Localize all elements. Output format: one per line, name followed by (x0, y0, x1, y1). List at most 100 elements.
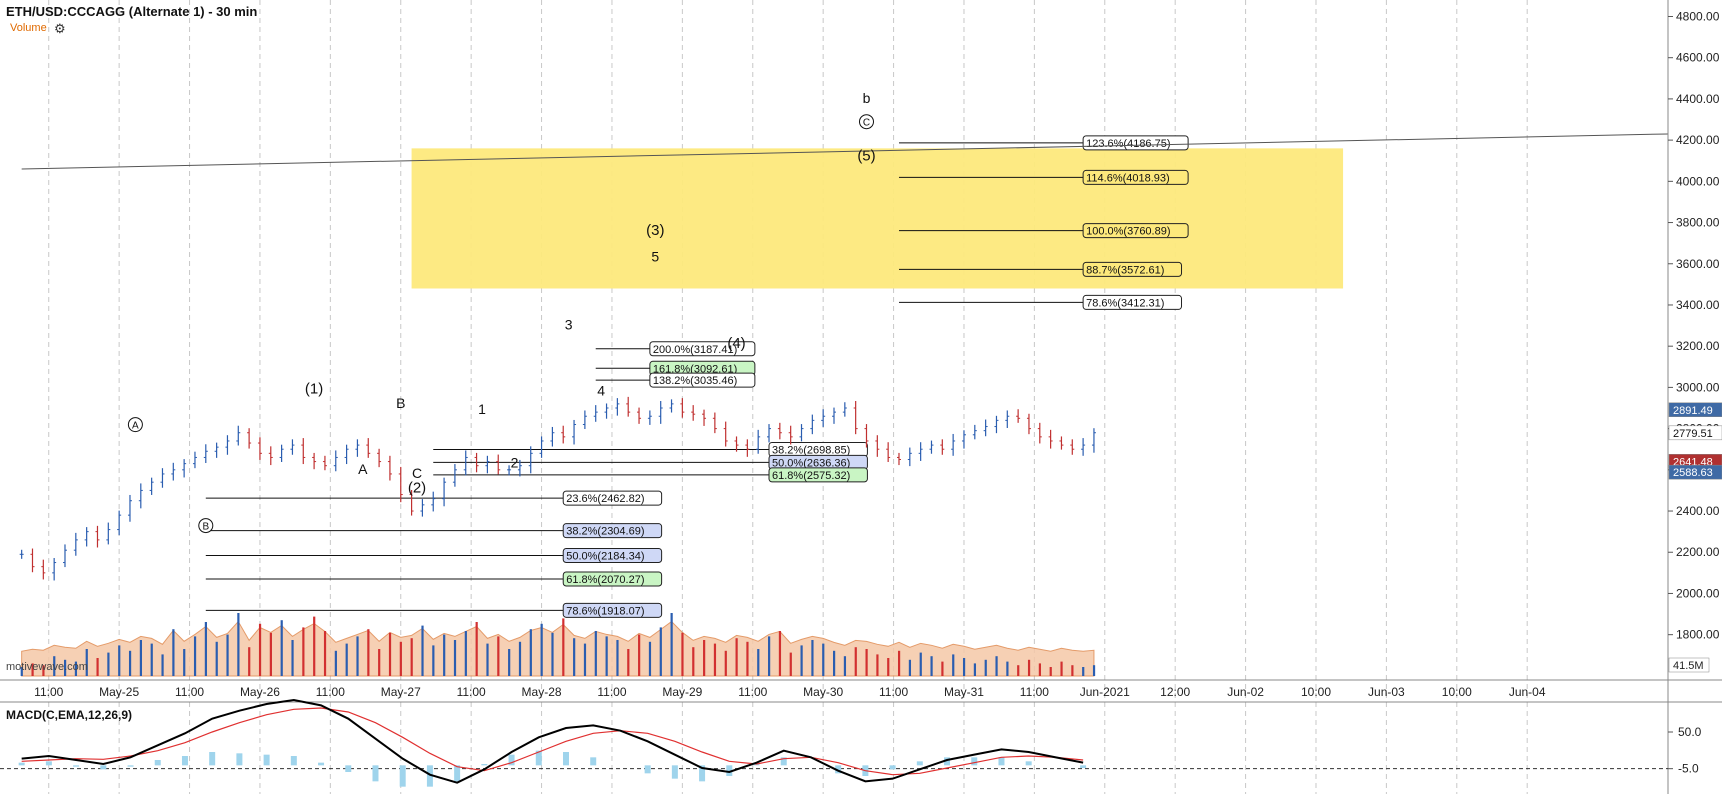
wave-label: 2 (511, 455, 519, 471)
price-axis[interactable]: 1800.002000.002200.002400.002600.002800.… (1667, 0, 1722, 794)
volume-bar (897, 650, 901, 676)
volume-bar (811, 640, 814, 676)
macd-y-label: 50.0 (1678, 725, 1702, 739)
wave-label: B (396, 395, 405, 411)
volume-bar (713, 643, 717, 676)
macd-histogram-bar (671, 765, 678, 779)
volume-bar (627, 649, 630, 676)
volume-bar (1049, 667, 1052, 676)
macd-histogram-bar (944, 757, 951, 766)
volume-bar (638, 634, 641, 676)
fib-label: 38.2%(2698.85) (772, 444, 850, 456)
wave-label: (4) (727, 335, 745, 352)
macd-histogram-bar (18, 762, 25, 766)
volume-bar (367, 629, 370, 676)
volume-bar (518, 641, 522, 676)
macd-histogram-bar (508, 754, 515, 766)
volume-bar (356, 636, 359, 676)
volume-bar (258, 623, 262, 676)
volume-bar (984, 659, 987, 676)
volume-bar (107, 652, 110, 676)
wave-circle (198, 518, 214, 534)
volume-bar (74, 661, 78, 676)
volume-bar (648, 641, 652, 676)
fib-label: 38.2%(2304.69) (566, 526, 644, 538)
wave-label: A (132, 421, 139, 432)
wave-circle (858, 114, 874, 130)
macd-panel[interactable]: 50.0-5.0 (0, 698, 1702, 787)
volume-bar (421, 625, 424, 676)
x-tick-label: May-31 (944, 685, 984, 699)
macd-histogram-bar (971, 757, 978, 766)
fib-label-box (562, 490, 663, 506)
macd-histogram-bar (318, 762, 325, 766)
x-tick-label: 10:00 (1301, 685, 1331, 699)
fib-label: 114.6%(4018.93) (1086, 172, 1170, 184)
wave-label: 5 (651, 249, 659, 265)
fib-label-box (768, 467, 868, 483)
volume-bar (497, 636, 500, 676)
x-tick-label: May-29 (662, 685, 702, 699)
y-tick-label: 3600.00 (1676, 257, 1720, 271)
macd-histogram-bar (481, 764, 488, 766)
price-tag-label: 2588.63 (1673, 467, 1713, 479)
fib-label-box (562, 547, 663, 563)
x-tick-label: 11:00 (316, 685, 345, 699)
fib-label: 123.6%(4186.75) (1086, 138, 1170, 150)
macd-histogram-bar (1080, 765, 1087, 768)
fib-label-box (562, 602, 663, 618)
fib-label-box (1082, 261, 1183, 277)
volume-bar (248, 647, 251, 676)
x-tick-label: 10:00 (1442, 685, 1472, 699)
volume-bar (280, 620, 283, 676)
volume-label[interactable]: Volume (10, 22, 47, 34)
macd-histogram-bar (998, 757, 1005, 766)
macd-histogram-bar (154, 760, 161, 766)
volume-average-area (21, 620, 1095, 677)
price-tag (1668, 464, 1722, 480)
price-tag (1668, 425, 1722, 441)
macd-histogram-bar (45, 761, 52, 766)
price-tag (1668, 402, 1722, 418)
macd-histogram-bar (835, 765, 842, 774)
macd-histogram-bar (753, 764, 760, 766)
volume-bar (789, 652, 792, 676)
volume-bar (215, 641, 218, 676)
watermark: motivewave.com (6, 661, 88, 673)
volume-bar (432, 645, 435, 676)
x-tick-label: 11:00 (175, 685, 204, 699)
volume-bar (31, 663, 34, 676)
volume-bar (768, 636, 771, 676)
volume-bar (226, 634, 229, 676)
gear-icon[interactable]: ⚙ (54, 21, 66, 36)
volume-bar (1092, 665, 1096, 676)
volume-bar (703, 640, 706, 676)
volume-bar (583, 643, 587, 676)
fib-label: 50.0%(2184.34) (566, 550, 644, 562)
volume-bar (313, 616, 316, 676)
y-tick-label: 2200.00 (1676, 545, 1720, 559)
volume-bar (410, 638, 413, 676)
price-tag-label: 2891.49 (1673, 405, 1713, 417)
macd-histogram-bar (100, 765, 107, 770)
y-tick-label: 4200.00 (1676, 133, 1720, 147)
volume-bar (995, 656, 998, 676)
volume-scale-tag (1668, 657, 1710, 673)
volume-bar (1006, 661, 1009, 676)
volume-bar (540, 623, 543, 676)
wave-label: 3 (565, 317, 573, 333)
volume-bar (562, 618, 565, 676)
macd-histogram-bar (916, 761, 923, 766)
volume-bar (139, 640, 143, 676)
x-tick-label: May-25 (99, 685, 139, 699)
price-tag-label: 2779.51 (1673, 428, 1713, 440)
x-tick-label: 12:00 (1160, 685, 1190, 699)
volume-bar (42, 665, 45, 676)
volume-bar (150, 643, 153, 676)
fib-label: 100.0%(3760.89) (1086, 226, 1170, 238)
price-bars (19, 396, 1096, 581)
volume-bar (735, 638, 738, 676)
